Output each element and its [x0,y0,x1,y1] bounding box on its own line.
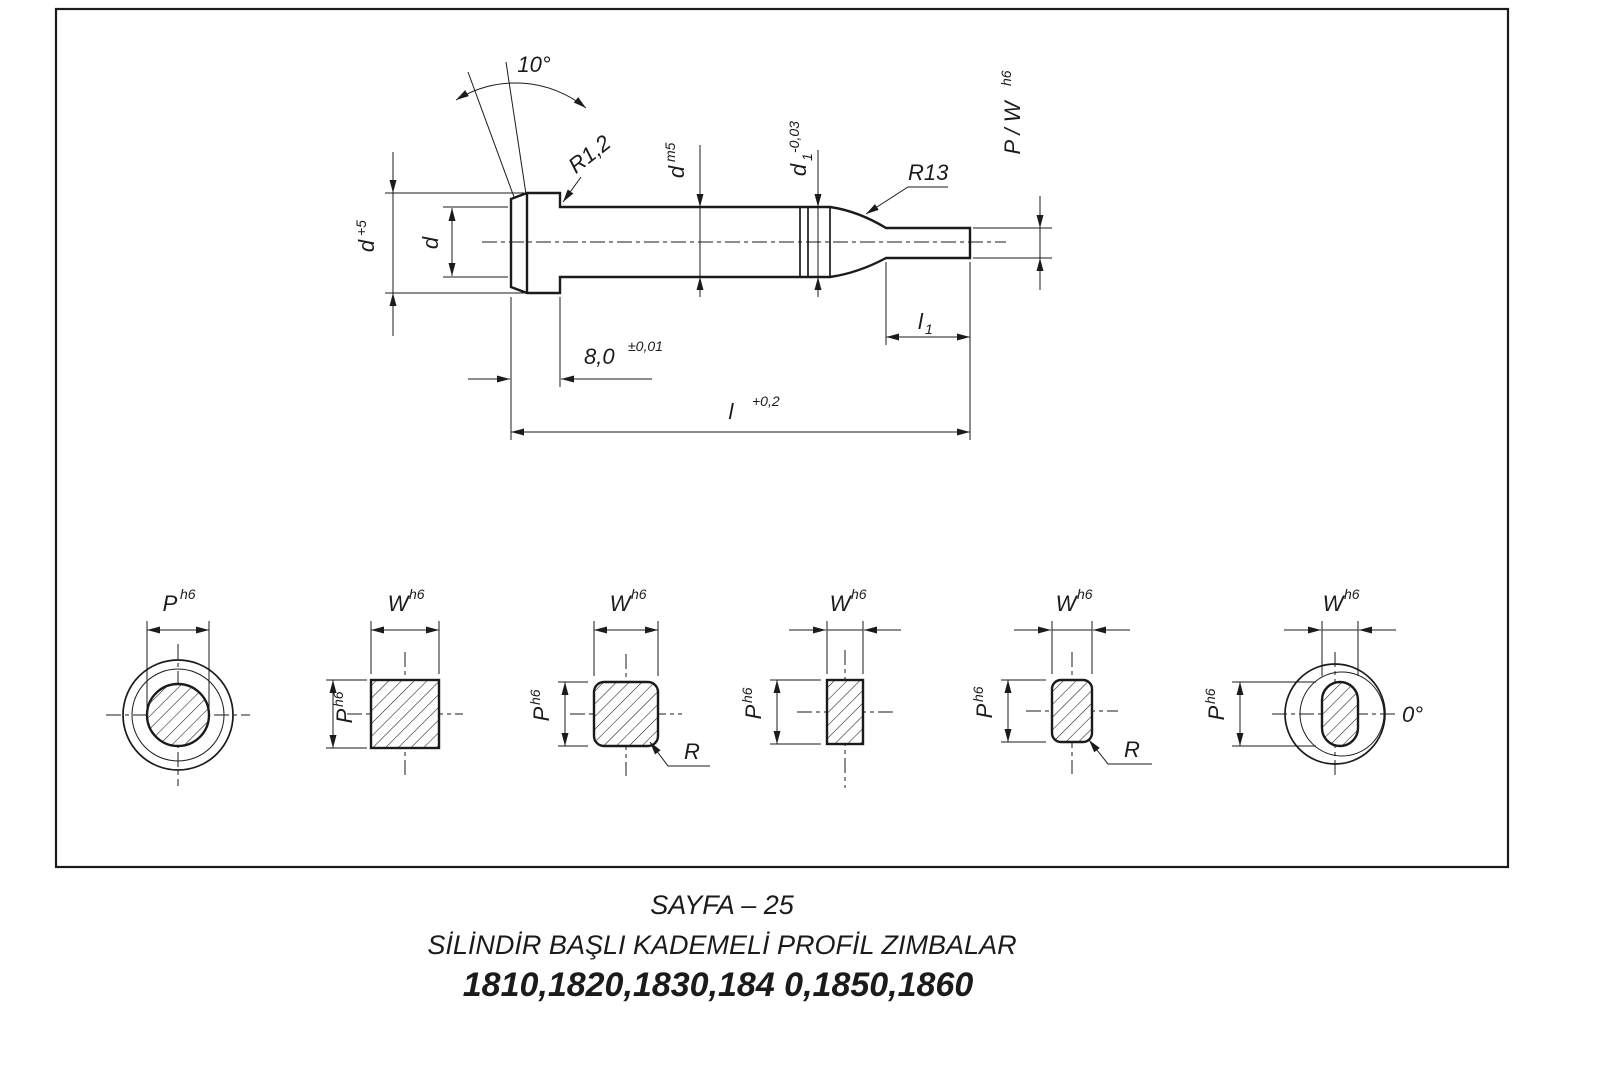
corner-radius-leader [1088,739,1152,765]
p-dimension-tolerance: h6 [527,689,543,705]
fillet-radius-callout: R1,2 [562,130,615,203]
drawing-border [54,7,1510,869]
fillet-leader-line [562,176,582,203]
section-square: W h6 P h6 [326,586,463,778]
head-length-label: 8,0 [584,344,615,369]
head-circle [1284,663,1386,765]
p-dimension-label: P [332,708,357,723]
section-rectangle-rounded: W h6 P h6 R [970,586,1152,774]
fillet-radius-label: R1,2 [563,130,615,178]
taper-radius-callout: R13 [865,160,949,215]
angle-label: 10° [517,52,550,77]
w-dimension-label: W [1323,591,1346,616]
tip-diameter-tolerance: h6 [998,70,1014,86]
angle-leg-line [505,61,527,195]
step-diameter-tolerance: -0,03 [786,121,802,153]
corner-radius-label: R [684,739,700,764]
w-dimension-tolerance: h6 [851,586,867,602]
drawing-title-label: SİLİNDİR BAŞLI KADEMELİ PROFİL ZIMBALAR [427,930,1016,960]
head-diameter-label: d [354,239,379,252]
corner-radius-label: R [1124,737,1140,762]
w-dimension-label: W [1056,591,1079,616]
p-dimension-tolerance: h6 [180,586,196,602]
taper-radius-label: R13 [908,160,949,185]
orientation-angle-label: 0° [1402,702,1423,727]
round-profile [145,682,211,748]
shank-circle [131,668,225,762]
w-dimension-label: W [830,591,853,616]
w-dimension-tolerance: h6 [409,586,425,602]
w-dimension-tolerance: h6 [1344,586,1360,602]
shank-diameter-tolerance: m5 [662,142,678,162]
w-dimension-label: W [388,591,411,616]
section-round: P h6 [106,586,250,786]
head-circle [122,659,234,771]
p-dimension-label: P [972,703,997,718]
head-length-tolerance: ±0,01 [628,338,663,354]
square-rounded-profile [592,680,660,748]
p-dimension-label: P [529,706,554,721]
total-length-dimension: l +0,2 [511,262,971,440]
w-dimension-label: W [610,591,633,616]
p-dimension-tolerance: h6 [1202,688,1218,704]
punch-side-view: 10° R1,2 d m5 d 1 -0 [353,52,1052,440]
w-dimension-tolerance: h6 [631,586,647,602]
model-codes-label: 1810,1820,1830,184 0,1850,1860 [463,966,974,1004]
title-block: SAYFA – 25 SİLİNDİR BAŞLI KADEMELİ PROFİ… [427,890,1016,1004]
head-diameter-tolerance: +5 [353,220,369,236]
p-dimension-tolerance: h6 [970,686,986,702]
tip-length-index: 1 [925,321,933,337]
punch-outline [509,191,972,295]
total-length-tolerance: +0,2 [752,393,780,409]
p-dimension-label: P [1204,705,1229,720]
obround-profile [1320,680,1360,748]
w-dimension-tolerance: h6 [1077,586,1093,602]
angle-arc [455,82,587,109]
total-length-label: l [729,399,735,424]
step-diameter-dimension: d 1 -0,03 [786,121,822,297]
angle-dimension: 10° [455,52,587,198]
tip-diameter-dimension: P / W h6 [973,70,1052,290]
shank-diameter-dimension: d m5 [662,142,704,297]
head-diameter-dimension: d +5 [353,152,524,336]
p-dimension-tolerance: h6 [330,691,346,707]
section-square-rounded: W h6 P h6 R [527,586,710,776]
rectangle-profile [825,678,865,746]
head-length-dimension: 8,0 ±0,01 [468,297,663,440]
sheet-number-label: SAYFA – 25 [650,890,795,920]
rectangle-rounded-profile [1050,678,1094,744]
taper-radius-leader [865,186,948,215]
section-obround: W h6 P h6 0° [1202,586,1423,778]
section-rectangle: W h6 P h6 [739,586,901,788]
shank-circle [1299,671,1385,757]
step-diameter-label: d [786,163,811,176]
bore-diameter-label: d [418,236,443,249]
tip-length-label: l [918,309,924,334]
tip-length-dimension: l 1 [885,262,970,345]
tip-diameter-label: P / W [1000,99,1025,154]
step-diameter-index: 1 [799,153,815,161]
bore-diameter-dimension: d [418,206,508,278]
square-profile [369,678,441,750]
corner-radius-leader [649,741,710,767]
p-dimension-label: P [741,704,766,719]
shank-diameter-label: d [664,165,689,178]
p-dimension-label: P [163,591,178,616]
p-dimension-tolerance: h6 [739,687,755,703]
